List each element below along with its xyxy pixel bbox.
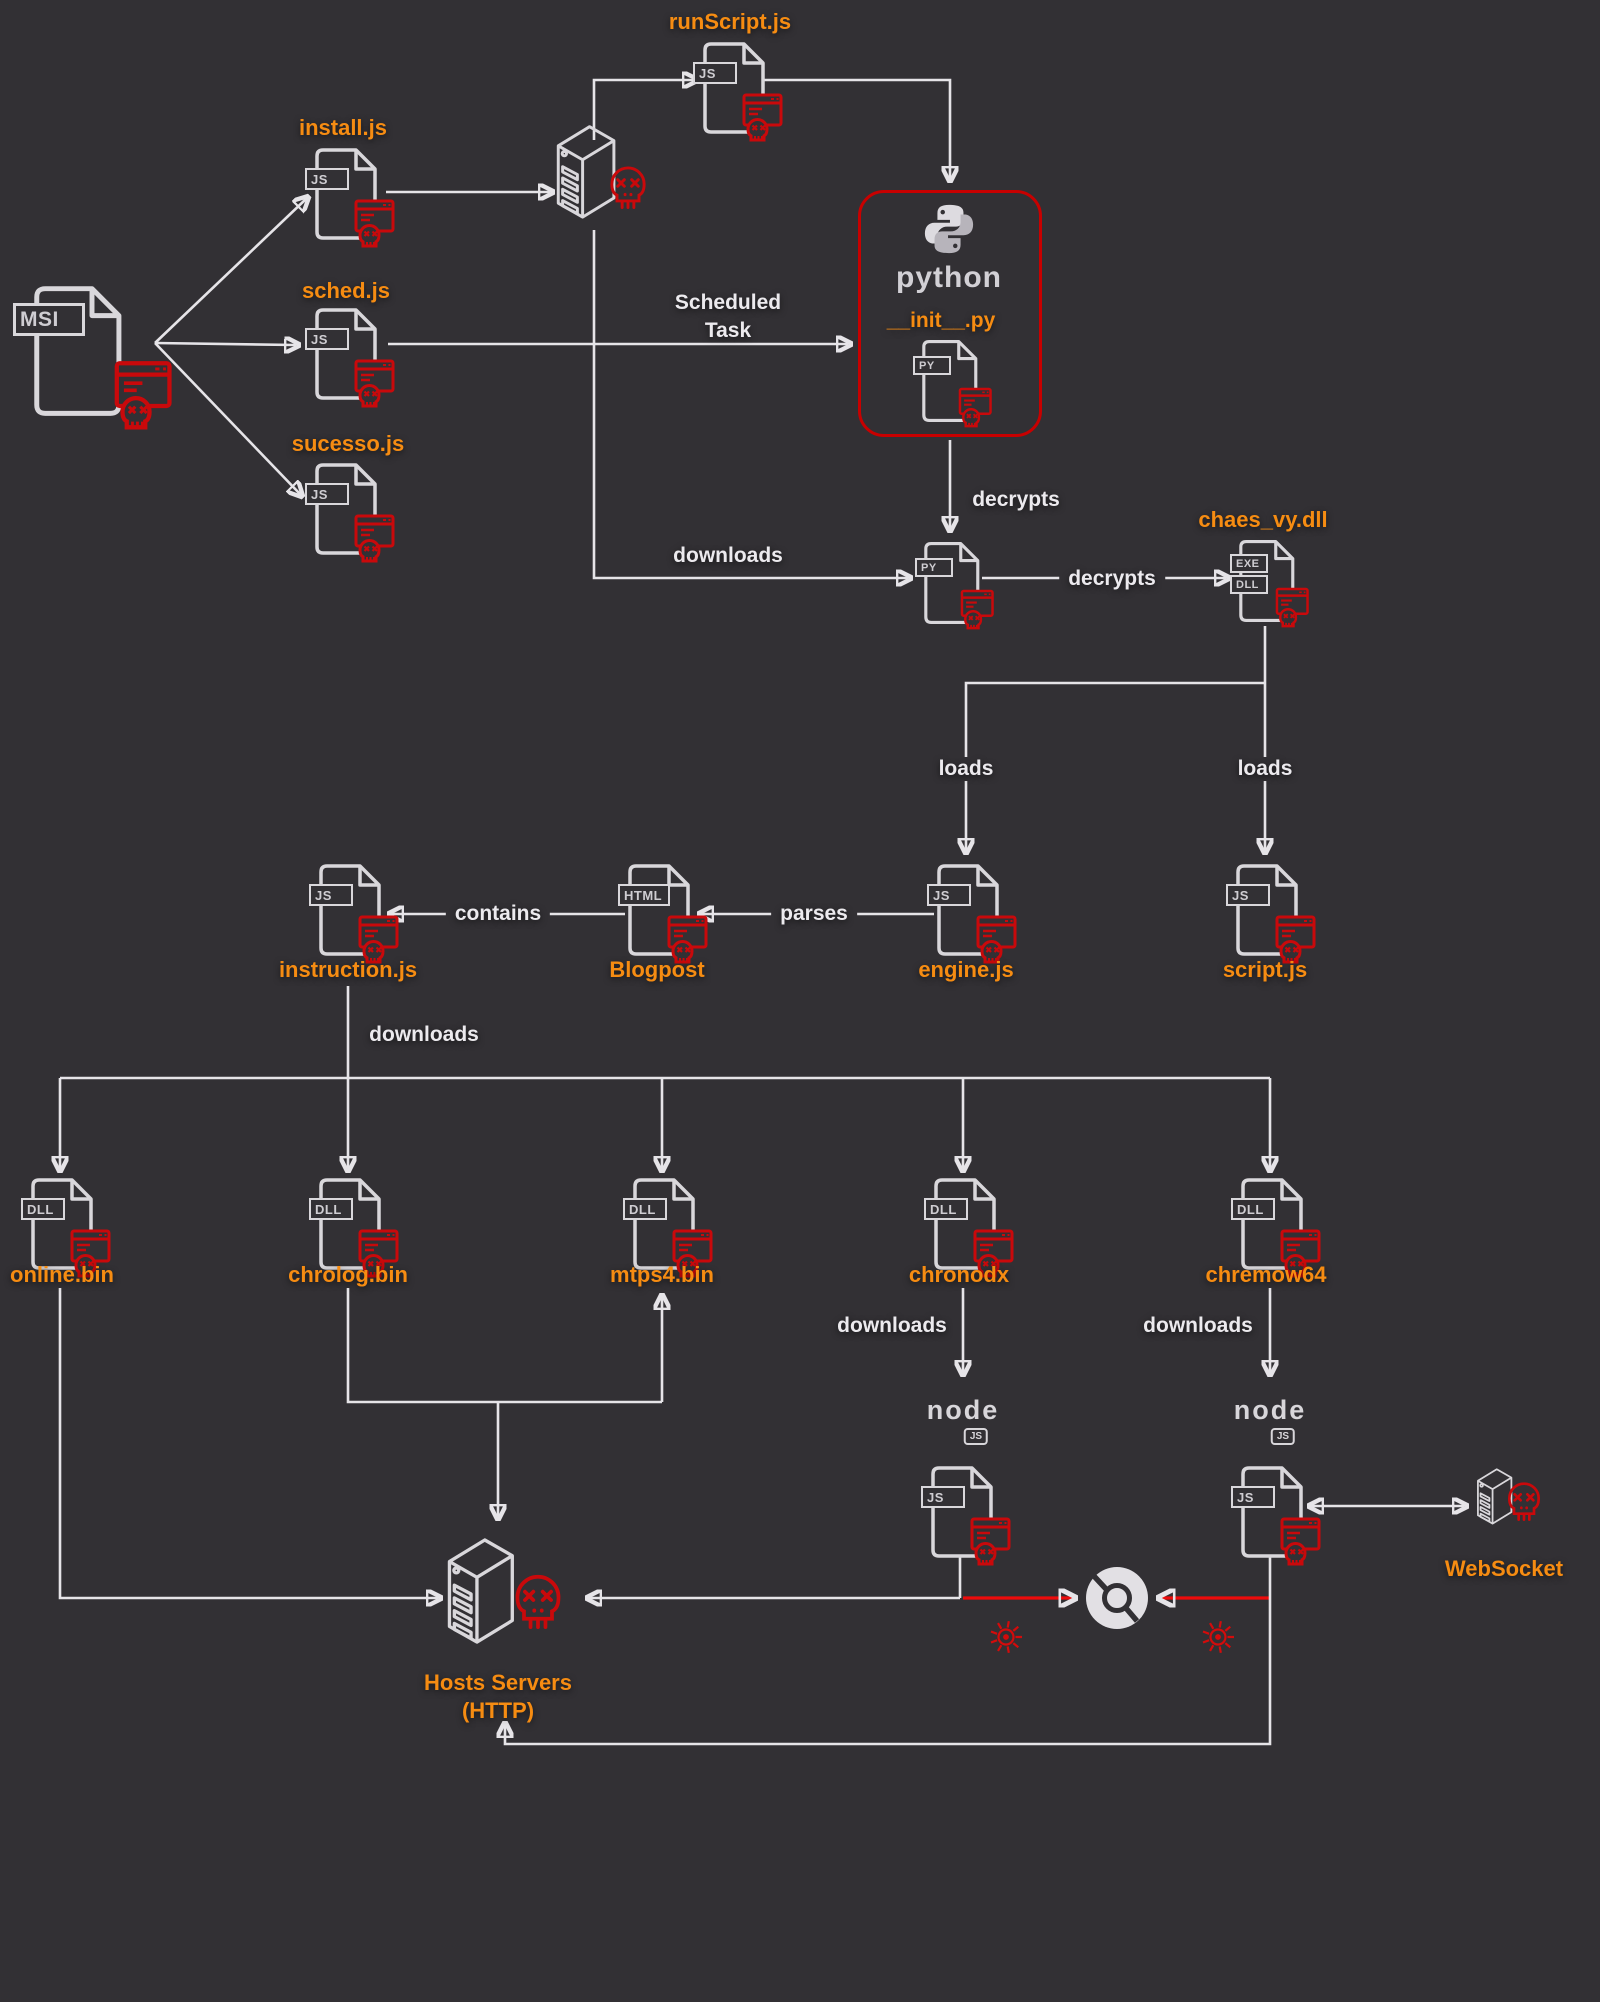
file-type-tab: JS xyxy=(305,168,349,190)
file-chremow64-payload-js: JS xyxy=(1230,1464,1310,1560)
file-chremow64: DLL xyxy=(1230,1176,1310,1272)
edge-label-decrypts-1: decrypts xyxy=(972,488,1060,511)
label-sched: sched.js xyxy=(301,278,391,303)
label-engine: engine.js xyxy=(918,957,1014,982)
file-decrypted-py: PY xyxy=(914,540,986,626)
file-type-tab: HTML xyxy=(618,884,670,906)
file-type-tab: DLL xyxy=(623,1198,667,1220)
file-script-js: JS xyxy=(1225,862,1305,958)
edge-label-contains: contains xyxy=(445,902,551,926)
scheduled-task-line2: Task xyxy=(704,319,752,342)
file-type-tab: JS xyxy=(305,483,349,505)
label-sucesso: sucesso.js xyxy=(291,431,405,456)
file-type-tab: JS xyxy=(1226,884,1270,906)
python-runtime-box xyxy=(858,190,1042,437)
file-type-tab-exe: EXE xyxy=(1230,554,1268,573)
nodejs-wordmark: node xyxy=(1233,1395,1307,1425)
file-type-tab: DLL xyxy=(924,1198,968,1220)
edge-label-downloads-instruction: downloads xyxy=(369,1023,479,1046)
file-chrolog-bin: DLL xyxy=(308,1176,388,1272)
hosts-servers-line1: Hosts Servers xyxy=(424,1670,572,1695)
file-chronodx: DLL xyxy=(923,1176,1003,1272)
edge-label-downloads-1: downloads xyxy=(673,544,783,567)
file-init-py: PY xyxy=(912,338,984,424)
file-type-tab: DLL xyxy=(1231,1198,1275,1220)
chrome-browser-icon xyxy=(1086,1567,1148,1629)
file-type-tab: MSI xyxy=(13,303,85,336)
malware-badge-icon xyxy=(350,358,396,410)
file-type-tab: DLL xyxy=(21,1198,65,1220)
edge-label-downloads-chronodx: downloads xyxy=(837,1314,947,1337)
malware-badge-icon xyxy=(1272,586,1310,630)
skull-icon xyxy=(1504,1478,1544,1524)
label-install: install.js xyxy=(298,115,388,140)
python-wordmark: python xyxy=(896,261,1002,294)
file-mtps4-bin: DLL xyxy=(622,1176,702,1272)
edge-label-loads-left: loads xyxy=(929,757,1003,781)
label-online: online.bin xyxy=(10,1262,114,1287)
nodejs-hexagon-badge: JS xyxy=(963,1428,989,1445)
file-type-tab: DLL xyxy=(309,1198,353,1220)
label-instruction: instruction.js xyxy=(278,957,418,982)
file-engine-js: JS xyxy=(926,862,1006,958)
bug-icon xyxy=(1195,1614,1241,1660)
hosts-servers-line2: (HTTP) xyxy=(461,1698,535,1723)
nodejs-wordmark: node xyxy=(926,1395,1000,1425)
edge-label-parses: parses xyxy=(771,902,857,926)
malware-badge-icon xyxy=(108,359,174,433)
label-runscript: runScript.js xyxy=(668,9,792,34)
label-blogpost: Blogpost xyxy=(609,957,705,982)
file-type-tab: JS xyxy=(305,328,349,350)
file-install-js: JS xyxy=(304,146,384,242)
label-script: script.js xyxy=(1222,957,1308,982)
file-type-tab: JS xyxy=(921,1486,965,1508)
file-sucesso-js: JS xyxy=(304,461,384,557)
malware-badge-icon xyxy=(350,198,396,250)
label-chrolog: chrolog.bin xyxy=(288,1262,408,1287)
label-mtps4: mtps4.bin xyxy=(610,1262,714,1287)
skull-icon xyxy=(606,162,650,212)
nodejs-hexagon-badge: JS xyxy=(1270,1428,1296,1445)
file-type-tab-dll: DLL xyxy=(1230,575,1268,594)
malware-badge-icon xyxy=(955,386,993,430)
label-chremow64: chremow64 xyxy=(1205,1262,1327,1287)
file-type-tab: PY xyxy=(913,356,951,375)
bug-icon xyxy=(983,1614,1029,1660)
file-online-bin: DLL xyxy=(20,1176,100,1272)
label-init-py: __init__.py xyxy=(886,309,996,332)
edge-label-scheduled-task: Scheduled Task xyxy=(675,289,781,345)
file-sched-js: JS xyxy=(304,306,384,402)
malware-badge-icon xyxy=(738,92,784,144)
edge-label-downloads-chremow64: downloads xyxy=(1143,1314,1253,1337)
file-instruction-js: JS xyxy=(308,862,388,958)
file-type-tab: JS xyxy=(927,884,971,906)
file-type-tab: PY xyxy=(915,558,953,577)
nodejs-logo: node JS xyxy=(927,1395,1000,1445)
file-type-tab: JS xyxy=(693,62,737,84)
python-logo-icon xyxy=(924,204,974,254)
file-type-tab: JS xyxy=(309,884,353,906)
malware-badge-icon xyxy=(957,588,995,632)
file-msi-installer: MSI xyxy=(12,283,138,419)
file-blogpost-html: HTML xyxy=(617,862,697,958)
label-hosts-servers: Hosts Servers (HTTP) xyxy=(424,1669,572,1725)
skull-icon xyxy=(510,1568,566,1634)
edge-label-loads-right: loads xyxy=(1228,757,1302,781)
label-chaes: chaes_vy.dll xyxy=(1198,507,1328,532)
file-runscript-js: JS xyxy=(692,40,772,136)
nodejs-logo: node JS xyxy=(1234,1395,1307,1445)
file-chaes-dll: EXE DLL xyxy=(1229,538,1301,624)
label-websocket: WebSocket xyxy=(1444,1556,1564,1581)
edge-label-decrypts-2: decrypts xyxy=(1059,567,1165,591)
file-chronodx-payload-js: JS xyxy=(920,1464,1000,1560)
malware-badge-icon xyxy=(350,513,396,565)
malware-badge-icon xyxy=(966,1516,1012,1568)
label-chronodx: chronodx xyxy=(908,1262,1010,1287)
file-type-tab: JS xyxy=(1231,1486,1275,1508)
scheduled-task-line1: Scheduled xyxy=(674,291,782,314)
malware-badge-icon xyxy=(1276,1516,1322,1568)
